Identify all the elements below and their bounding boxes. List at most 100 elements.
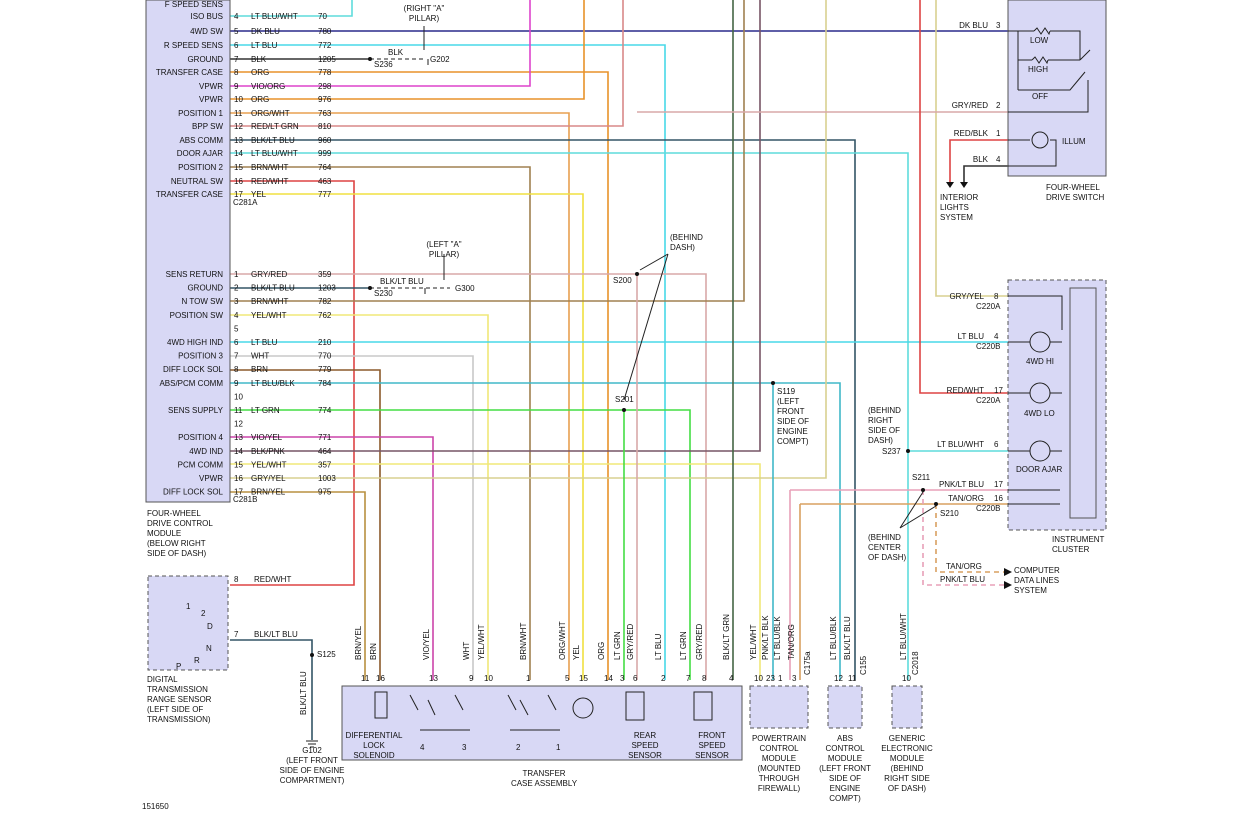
fwdcm-b-circuit-7: 779 — [318, 365, 332, 374]
tc-front-sensor-line-1: SPEED — [698, 741, 725, 750]
dtr-name-line-2: RANGE SENSOR — [147, 695, 212, 704]
fwdcm-b-label-7: DIFF LOCK SOL — [163, 365, 224, 374]
gem-pin-0: 10 — [902, 674, 911, 683]
fwdcm-b-pin-9: 10 — [234, 392, 243, 401]
cluster-wire-color-4: PNK/LT BLU — [939, 480, 984, 489]
fwdcm-b-circuit-16: 975 — [318, 488, 332, 497]
cluster-pin-1: 4 — [994, 332, 999, 341]
wire-a13-blkltblu — [230, 139, 856, 680]
tc-switch-num-3: 1 — [556, 743, 561, 752]
front-sensor-icon — [693, 691, 713, 721]
pcm-wire-color-0: YEL/WHT — [749, 624, 758, 660]
fwdcm-b-color-10: LT GRN — [251, 406, 280, 415]
wire-a6-ltblu — [230, 44, 666, 680]
ground-g102-line-1: (LEFT FRONT — [286, 756, 338, 765]
fwdcm-b-label-5: 4WD HIGH IND — [167, 338, 223, 347]
pcm-name-line-1: CONTROL — [759, 744, 799, 753]
wire-datalines-pnk — [922, 490, 1004, 586]
fwdcm-a-circuit-9: 810 — [318, 122, 332, 131]
datalines-name-line-0: COMPUTER — [1014, 566, 1060, 575]
fwdcm-a-circuit-11: 999 — [318, 149, 332, 158]
g102-symbol — [306, 740, 318, 748]
fwdcm-b-color-2: BRN/WHT — [251, 297, 288, 306]
switch-pin-1: 2 — [996, 101, 1001, 110]
fwdcm-name-line-4: SIDE OF DASH) — [147, 549, 206, 558]
switch-name-line-1: DRIVE SWITCH — [1046, 193, 1104, 202]
fwdcm-a-label-7: VPWR — [199, 95, 223, 104]
switch-off: OFF — [1032, 92, 1048, 101]
fwdcm-b-pin-0: 1 — [234, 270, 239, 279]
gem-name-line-0: GENERIC — [889, 734, 926, 743]
cluster-wire-color-2: RED/WHT — [947, 386, 984, 395]
abs-pin-0: 12 — [834, 674, 843, 683]
pcm-name-line-2: MODULE — [762, 754, 796, 763]
fwdcm-b-label-2: N TOW SW — [182, 297, 224, 306]
lamp-4wd-lo-icon — [1029, 382, 1051, 404]
dtr-pin7: 7 — [234, 630, 239, 639]
fwdcm-b-label-8: ABS/PCM COMM — [159, 379, 223, 388]
fwdcm-b-pin-7: 8 — [234, 365, 239, 374]
connector-c281b: C281B — [233, 495, 257, 504]
cluster-wire-color-0: GRY/YEL — [949, 292, 984, 301]
tc-rear-sensor-line-0: REAR — [634, 731, 656, 740]
fwdcm-a-color-2: DK BLU — [251, 27, 280, 36]
fwdcm-a-color-10: BLK/LT BLU — [251, 136, 295, 145]
dtr-letter-5: P — [176, 662, 181, 671]
splice-s119-line-0: S119 — [777, 387, 796, 396]
ground-g202: G202 — [430, 55, 450, 64]
behind-dash-line-1: DASH) — [670, 243, 695, 252]
abs-wire-color-1: BLK/LT BLU — [843, 616, 852, 660]
tc-wire-color-5: BRN/WHT — [519, 623, 528, 660]
cluster-pin-3: 6 — [994, 440, 999, 449]
fwdcm-b-circuit-5: 210 — [318, 338, 332, 347]
fwdcm-b-color-14: YEL/WHT — [251, 460, 287, 469]
dtr-name-line-4: TRANSMISSION) — [147, 715, 211, 724]
tc-solenoid-line-0: DIFFERENTIAL — [346, 731, 403, 740]
fwdcm-a-pin-13: 16 — [234, 177, 243, 186]
switch-wire-color-0: DK BLU — [959, 21, 988, 30]
left-a-pillar-line-1: PILLAR) — [429, 250, 460, 259]
abs-box — [827, 685, 863, 729]
tc-rear-sensor-line-2: SENSOR — [628, 751, 662, 760]
lamp-4wd-hi-icon — [1029, 331, 1051, 353]
cluster-pin-5: 16 — [994, 494, 1003, 503]
splice-s119-line-1: (LEFT — [777, 397, 799, 406]
fwdcm-b-color-12: VIO/YEL — [251, 433, 283, 442]
fwdcm-b-label-3: POSITION SW — [170, 311, 224, 320]
cluster-wire-color-1: LT BLU — [958, 332, 985, 341]
figure-number: 151650 — [142, 802, 169, 811]
splice-s230: S230 — [374, 289, 393, 298]
fwdcm-a-label-6: VPWR — [199, 82, 223, 91]
fwdcm-a-label-1: ISO BUS — [191, 12, 223, 21]
data-lines-arrows — [1004, 568, 1012, 589]
pcm-pin-3: 3 — [792, 674, 797, 683]
cluster-pin-0: 8 — [994, 292, 999, 301]
tc-pin-3: 9 — [469, 674, 474, 683]
interior-lights-line-2: SYSTEM — [940, 213, 973, 222]
fwdcm-b-label-14: PCM COMM — [178, 460, 224, 469]
fwdcm-b-color-8: LT BLU/BLK — [251, 379, 295, 388]
tc-wire-color-3: WHT — [462, 642, 471, 660]
wire-b3-brnwht — [230, 0, 745, 302]
cluster-inner-bar — [1069, 287, 1097, 519]
switch-low: LOW — [1030, 36, 1049, 45]
fwdcm-a-color-1: LT BLU/WHT — [251, 12, 298, 21]
wire-b17-brnyel — [230, 491, 366, 680]
gem-wire-color-0: LT BLU/WHT — [899, 613, 908, 660]
tc-pin-12: 7 — [686, 674, 691, 683]
left-a-pillar-line-0: (LEFT "A" — [426, 240, 461, 249]
fwdcm-module-box — [145, 0, 231, 503]
fwdcm-b-pin-14: 15 — [234, 460, 243, 469]
gem-name-line-4: RIGHT SIDE — [884, 774, 930, 783]
switch-name-line-0: FOUR-WHEEL — [1046, 183, 1100, 192]
fwdcm-a-label-2: 4WD SW — [190, 27, 223, 36]
fwdcm-a-color-11: LT BLU/WHT — [251, 149, 298, 158]
splice-s201: S201 — [615, 395, 634, 404]
fwdcm-b-color-13: BLK/PNK — [251, 447, 285, 456]
fwdcm-b-label-10: SENS SUPPLY — [168, 406, 224, 415]
fwdcm-b-label-13: 4WD IND — [189, 447, 223, 456]
wires-layer — [230, 0, 1030, 748]
lamp-door-ajar: DOOR AJAR — [1016, 465, 1062, 474]
splice-blkltblu-label: BLK/LT BLU — [380, 277, 424, 286]
splice-s236: S236 — [374, 60, 393, 69]
